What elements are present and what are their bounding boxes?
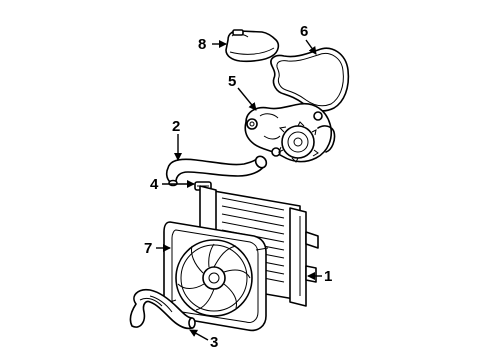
callout-7: 7	[144, 240, 152, 257]
lower-hose[interactable]	[129, 288, 196, 330]
callout-5: 5	[228, 73, 236, 90]
callout-4: 4	[150, 176, 159, 193]
callout-8: 8	[198, 36, 206, 53]
fan-shroud[interactable]	[163, 221, 269, 332]
leader-line-3	[189, 329, 209, 341]
water-pump[interactable]	[244, 102, 336, 163]
pump-gasket[interactable]	[270, 47, 350, 112]
callout-3: 3	[210, 334, 218, 351]
upper-hose[interactable]	[165, 154, 269, 187]
callout-6: 6	[300, 23, 308, 40]
leader-line-5	[237, 87, 257, 111]
callout-1: 1	[324, 268, 332, 285]
leader-line-6	[305, 39, 317, 55]
coolant-reservoir[interactable]	[225, 29, 280, 63]
callout-2: 2	[172, 118, 180, 135]
